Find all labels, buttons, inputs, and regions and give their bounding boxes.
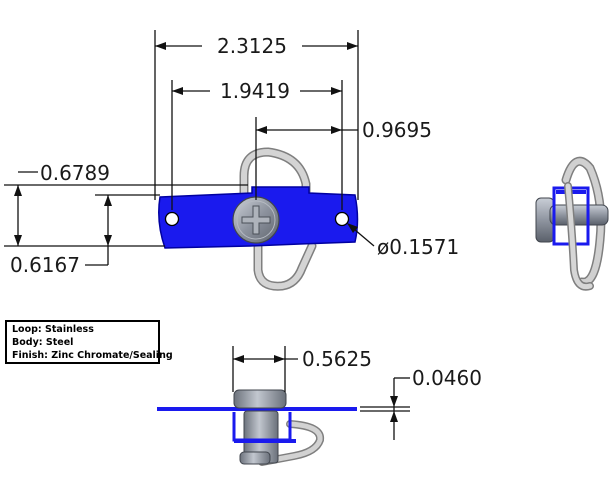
spec-label: Finish: bbox=[12, 350, 48, 361]
dim-plate-thickness: 0.0460 bbox=[412, 366, 482, 390]
dim-body-height: 0.6167 bbox=[10, 253, 80, 277]
mounting-hole-left bbox=[164, 211, 180, 227]
spec-label: Loop: bbox=[12, 324, 42, 335]
dim-hole-to-center: 0.9695 bbox=[362, 118, 432, 142]
front-view: 2.3125 1.9419 0.9695 0.6789 0.6167 ø0.1 bbox=[4, 30, 459, 291]
dim-top-height: 0.6789 bbox=[40, 161, 110, 185]
spec-row-loop: Loop: Stainless bbox=[12, 323, 153, 336]
dim-hole-diameter: ø0.1571 bbox=[377, 235, 459, 259]
dim-side-width: 0.5625 bbox=[302, 347, 372, 371]
spec-label: Body: bbox=[12, 337, 43, 348]
phillips-cross-icon bbox=[241, 205, 271, 235]
bottom-plate bbox=[157, 407, 357, 411]
material-spec-box: Loop: Stainless Body: Steel Finish: Zinc… bbox=[5, 320, 173, 364]
spec-row-body: Body: Steel bbox=[12, 336, 153, 349]
bottom-view: 0.5625 0.0460 bbox=[157, 346, 482, 466]
side-view bbox=[535, 156, 609, 291]
spec-value: Stainless bbox=[45, 324, 94, 335]
dim-hole-spacing: 1.9419 bbox=[220, 79, 290, 103]
spec-row-finish: Finish: Zinc Chromate/Sealing bbox=[12, 349, 173, 362]
spec-value: Zinc Chromate/Sealing bbox=[51, 350, 173, 361]
bottom-stud-head bbox=[233, 389, 287, 409]
dim-overall-width: 2.3125 bbox=[217, 34, 287, 58]
mounting-hole-right bbox=[334, 211, 350, 227]
spec-value: Steel bbox=[45, 337, 74, 348]
